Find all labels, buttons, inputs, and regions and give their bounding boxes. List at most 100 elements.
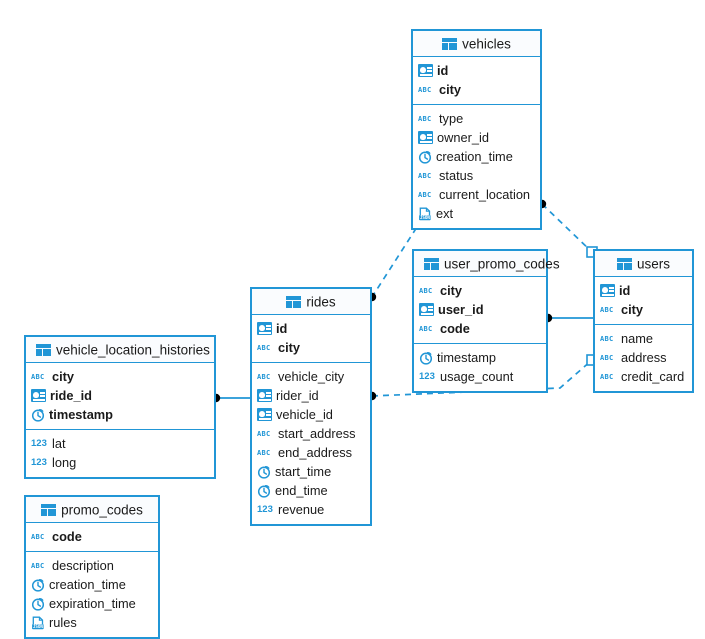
column-name: name	[621, 331, 654, 346]
table-title: vehicles	[462, 36, 511, 52]
column-row[interactable]: JSON ext	[413, 204, 540, 223]
column-name: usage_count	[440, 369, 514, 384]
column-name: city	[52, 369, 75, 384]
table-title: users	[636, 256, 670, 272]
table-header-vehicle_location_histories[interactable]: vehicle_location_histories	[26, 337, 214, 363]
svg-text:JSON: JSON	[420, 215, 431, 220]
column-name: creation_time	[49, 577, 126, 592]
table-header-rides[interactable]: rides	[252, 289, 370, 315]
column-row[interactable]: id	[252, 319, 370, 338]
relationship-line-vehicles-users[interactable]	[541, 203, 593, 253]
123-number-icon: 123	[419, 370, 435, 382]
abc-text-icon: ABC	[257, 372, 271, 381]
column-row[interactable]: start_time	[252, 462, 370, 481]
column-row[interactable]: ABC code	[414, 319, 546, 338]
column-name: address	[621, 350, 667, 365]
column-name: code	[440, 321, 470, 336]
column-row[interactable]: ABC description	[26, 556, 158, 575]
table-grid-icon	[41, 504, 57, 517]
table-header-promo_codes[interactable]: promo_codes	[26, 497, 158, 523]
table-grid-icon	[286, 296, 302, 309]
table-title: promo_codes	[61, 502, 143, 518]
table-header-users[interactable]: users	[595, 251, 692, 277]
column-name: type	[439, 111, 464, 126]
column-row[interactable]: expiration_time	[26, 594, 158, 613]
column-row[interactable]: 123 usage_count	[414, 367, 546, 386]
abc-text-icon: ABC	[600, 334, 614, 343]
column-row[interactable]: ABC name	[595, 329, 692, 348]
clock-icon	[31, 578, 45, 592]
column-row[interactable]: id	[413, 61, 540, 80]
table-title: rides	[306, 294, 336, 310]
column-name: description	[52, 558, 114, 573]
column-name: id	[437, 63, 449, 78]
abc-text-icon: ABC	[419, 286, 433, 295]
column-row[interactable]: ABC type	[413, 109, 540, 128]
column-row[interactable]: timestamp	[26, 405, 214, 424]
clock-icon	[419, 351, 433, 365]
table-header-vehicles[interactable]: vehicles	[413, 31, 540, 57]
column-row[interactable]: timestamp	[414, 348, 546, 367]
id-card-icon	[31, 389, 46, 402]
abc-text-icon: ABC	[419, 324, 433, 333]
column-name: ext	[436, 206, 454, 221]
column-row[interactable]: user_id	[414, 300, 546, 319]
abc-text-icon: ABC	[418, 171, 432, 180]
column-row[interactable]: creation_time	[413, 147, 540, 166]
column-name: timestamp	[49, 407, 114, 422]
column-row[interactable]: id	[595, 281, 692, 300]
abc-text-icon: ABC	[418, 85, 432, 94]
id-card-icon	[257, 408, 272, 421]
column-row[interactable]: ABC address	[595, 348, 692, 367]
id-card-icon	[600, 284, 615, 297]
column-name: city	[621, 302, 644, 317]
table-grid-icon	[36, 344, 51, 357]
column-name: rider_id	[276, 388, 319, 403]
id-card-icon	[418, 64, 433, 77]
abc-text-icon: ABC	[418, 114, 432, 123]
column-row[interactable]: ride_id	[26, 386, 214, 405]
table-header-user_promo_codes[interactable]: user_promo_codes	[414, 251, 560, 277]
id-card-icon	[257, 322, 272, 335]
column-row[interactable]: owner_id	[413, 128, 540, 147]
id-card-icon	[419, 303, 434, 316]
columns-section-promo_codes: ABC description creation_time expiration_ti…	[26, 552, 158, 637]
column-name: vehicle_city	[278, 369, 345, 384]
column-row[interactable]: creation_time	[26, 575, 158, 594]
column-name: revenue	[278, 502, 325, 517]
column-row[interactable]: end_time	[252, 481, 370, 500]
column-row[interactable]: vehicle_id	[252, 405, 370, 424]
table-grid-icon	[616, 258, 632, 271]
column-name: creation_time	[436, 149, 513, 164]
column-row[interactable]: ABC vehicle_city	[252, 367, 370, 386]
abc-text-icon: ABC	[31, 561, 45, 570]
column-row[interactable]: rider_id	[252, 386, 370, 405]
abc-text-icon: ABC	[600, 353, 614, 362]
